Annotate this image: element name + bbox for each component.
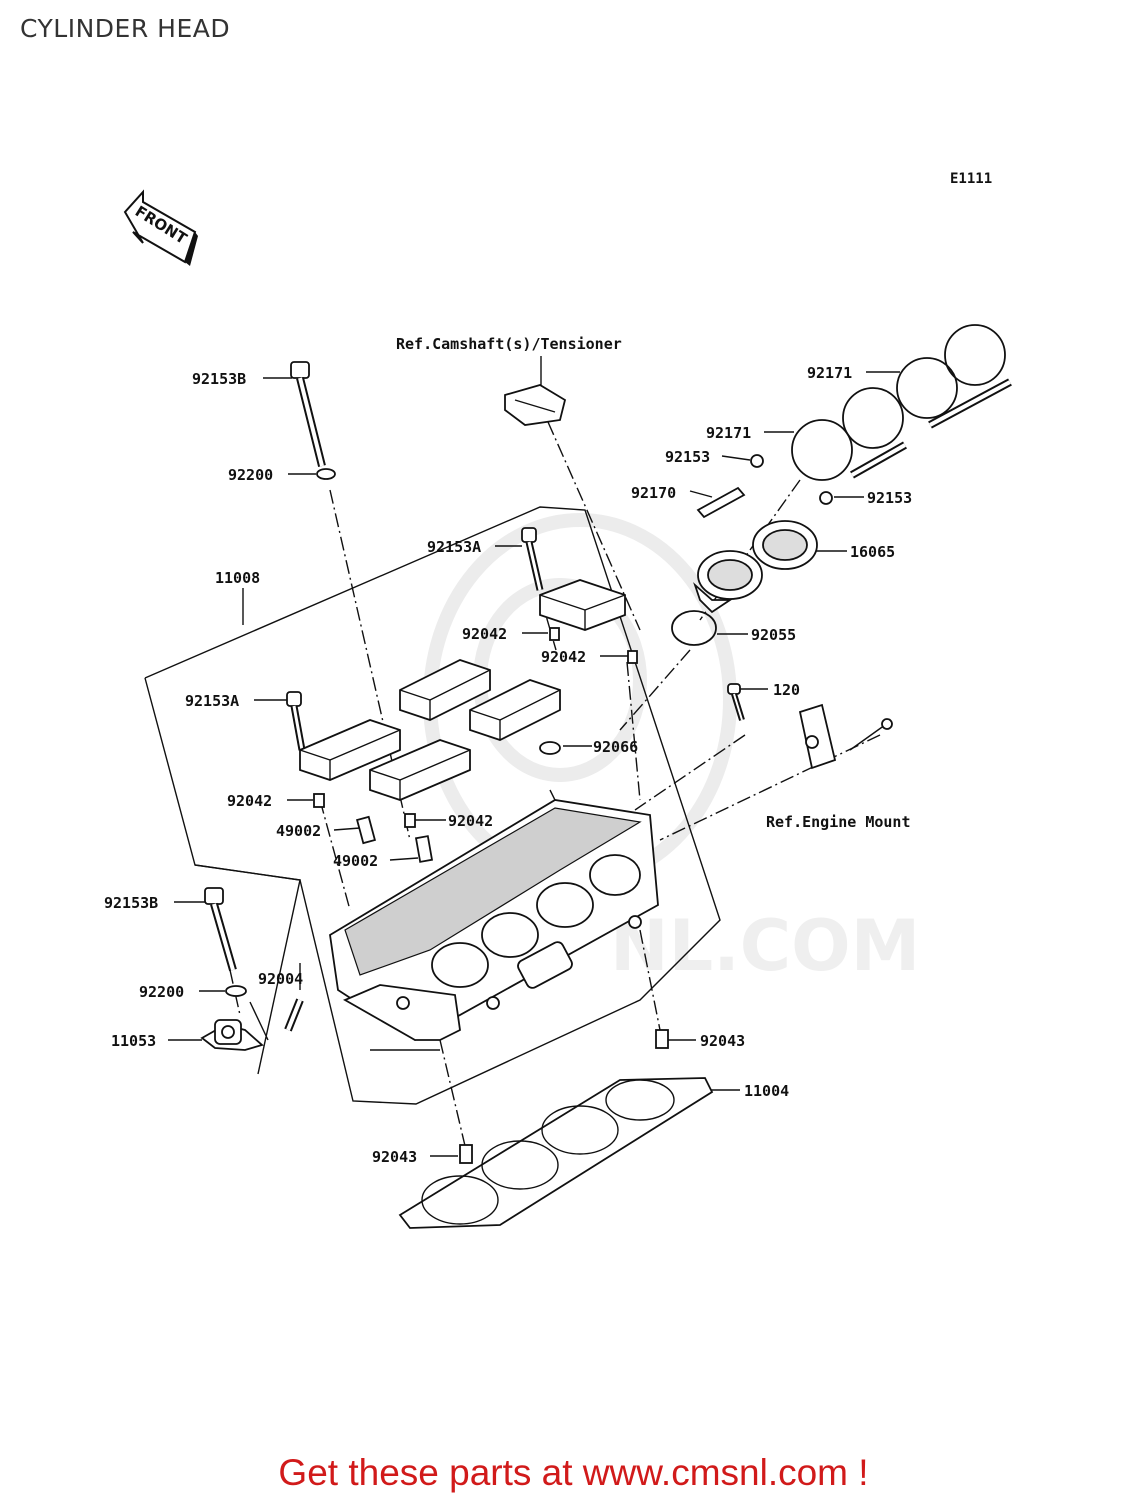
screw-92153-b [819, 491, 833, 505]
dowel-92042-b [627, 650, 638, 664]
shim-49002-b [414, 835, 434, 863]
label-16065: 16065 [850, 543, 895, 561]
bolt-92153a-left [286, 691, 306, 751]
plate-92170 [696, 486, 746, 519]
washer-92200-top [316, 468, 336, 480]
dowel-92042-a [549, 627, 560, 641]
ref-engine-mount: Ref.Engine Mount [766, 813, 911, 831]
exploded-parts-diagram: NL.COM FRONT Ref.Camshaft(s)/Tensioner R… [104, 189, 1012, 1229]
front-arrow-icon: FRONT [123, 189, 198, 266]
diagram-code: E1111 [950, 171, 993, 187]
label-11053: 11053 [111, 1032, 156, 1050]
label-92066: 92066 [593, 738, 638, 756]
label-92042-d: 92042 [448, 812, 493, 830]
screw-92153-a [750, 454, 764, 468]
camshaft-caps [299, 579, 626, 801]
label-92043-right: 92043 [700, 1032, 745, 1050]
watermark-text: NL.COM [610, 905, 920, 987]
label-92153a-left: 92153A [185, 692, 239, 710]
cylinder-head-body [329, 799, 659, 1051]
label-92153-a: 92153 [665, 448, 710, 466]
bolt-92153b-lower [204, 887, 237, 972]
label-92153b-top: 92153B [192, 370, 246, 388]
bolt-120 [727, 683, 745, 721]
label-92170: 92170 [631, 484, 676, 502]
label-92153a-upper: 92153A [427, 538, 481, 556]
dowel-92042-c [313, 793, 325, 808]
dowel-92043-right [655, 1029, 669, 1049]
washer-92200-lower [225, 985, 247, 997]
label-92004: 92004 [258, 970, 303, 988]
bolt-92153a-upper [521, 527, 544, 591]
label-92042-b: 92042 [541, 648, 586, 666]
label-11008: 11008 [215, 569, 260, 587]
label-11004: 11004 [744, 1082, 789, 1100]
clamps-92171 [791, 324, 1012, 481]
label-92171-b: 92171 [706, 424, 751, 442]
stud-92004 [284, 998, 304, 1032]
footer-link[interactable]: Get these parts at www.cmsnl.com ! [278, 1452, 869, 1493]
label-49002-a: 49002 [276, 822, 321, 840]
label-92200-top: 92200 [228, 466, 273, 484]
camshaft-tensioner-part [504, 384, 567, 426]
label-92042-c: 92042 [227, 792, 272, 810]
bracket-11053 [200, 1019, 264, 1051]
label-92153-b: 92153 [867, 489, 912, 507]
label-92153b-lower: 92153B [104, 894, 158, 912]
dowel-92043-left [459, 1144, 473, 1164]
head-gasket-11004 [398, 1077, 714, 1229]
label-92043-left: 92043 [372, 1148, 417, 1166]
o-ring-92055 [671, 610, 717, 646]
dowel-92042-d [404, 813, 416, 828]
part-number-labels: 92153B 92200 11008 92153A 92042 92042 92… [104, 364, 912, 1166]
ref-camshaft-tensioner: Ref.Camshaft(s)/Tensioner [396, 335, 622, 353]
seal-92066 [539, 741, 561, 755]
label-92171-a: 92171 [807, 364, 852, 382]
page-title: CYLINDER HEAD [20, 14, 231, 43]
label-92042-a: 92042 [462, 625, 507, 643]
engine-mount-part [798, 703, 893, 770]
label-92200-lower: 92200 [139, 983, 184, 1001]
throttle-holders-16065 [693, 520, 818, 614]
label-120: 120 [773, 681, 800, 699]
label-92055: 92055 [751, 626, 796, 644]
bolt-92153b-top [290, 361, 326, 467]
label-49002-b: 49002 [333, 852, 378, 870]
shim-49002-a [355, 815, 377, 845]
